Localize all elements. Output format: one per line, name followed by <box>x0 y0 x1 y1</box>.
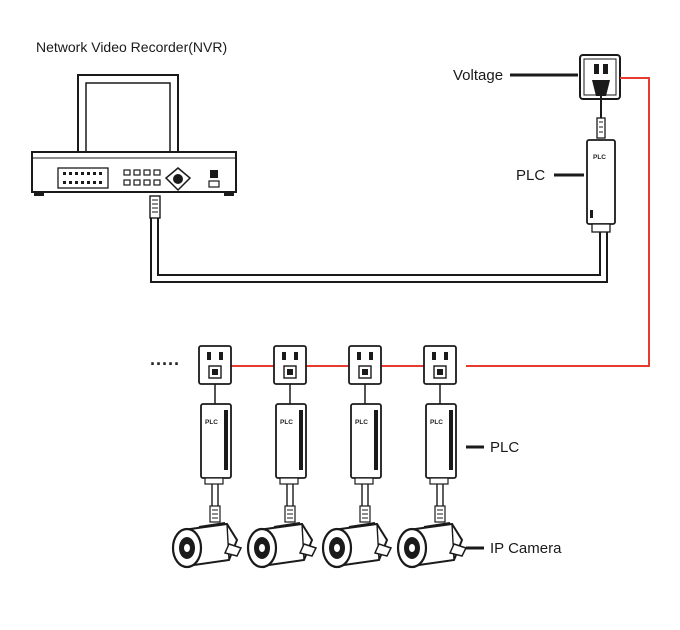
ethernet-plug-icon <box>434 505 446 523</box>
power-outlet-icon <box>273 345 307 385</box>
nvr-device-icon <box>31 74 237 219</box>
ethernet-plug-icon <box>284 505 296 523</box>
plc-label-top: PLC <box>516 167 545 184</box>
device-unit: PLC <box>171 345 243 569</box>
ethernet-plug-icon <box>209 505 221 523</box>
power-outlet-icon <box>198 345 232 385</box>
ip-camera-icon <box>246 522 318 569</box>
ip-camera-icon <box>321 522 393 569</box>
ethernet-plug-icon <box>149 195 161 219</box>
device-unit: PLC <box>396 345 468 569</box>
plc-adapter-icon: PLC <box>586 139 616 233</box>
power-outlet-icon <box>423 345 457 385</box>
plc-adapter-icon: PLC <box>275 403 307 485</box>
plc-device-tag: PLC <box>430 419 443 426</box>
device-unit: PLC <box>246 345 318 569</box>
plc-adapter-icon: PLC <box>425 403 457 485</box>
ethernet-plug-icon <box>596 117 606 139</box>
monitor-icon <box>77 74 179 162</box>
plc-adapter-icon: PLC <box>200 403 232 485</box>
plc-device-tag: PLC <box>593 154 606 161</box>
plc-label-bottom: PLC <box>490 439 519 456</box>
ip-camera-icon <box>396 522 468 569</box>
power-outlet-icon <box>579 54 621 100</box>
plc-device-tag: PLC <box>280 419 293 426</box>
ip-camera-label: IP Camera <box>490 540 562 557</box>
voltage-label: Voltage <box>453 67 503 84</box>
more-devices-ellipsis: ····· <box>150 354 180 374</box>
power-outlet-icon <box>348 345 382 385</box>
plc-device-tag: PLC <box>205 419 218 426</box>
diagram-title: Network Video Recorder(NVR) <box>36 39 227 55</box>
ethernet-plug-icon <box>359 505 371 523</box>
device-unit: PLC <box>321 345 393 569</box>
plc-device-tag: PLC <box>355 419 368 426</box>
ip-camera-icon <box>171 522 243 569</box>
plc-adapter-icon: PLC <box>350 403 382 485</box>
